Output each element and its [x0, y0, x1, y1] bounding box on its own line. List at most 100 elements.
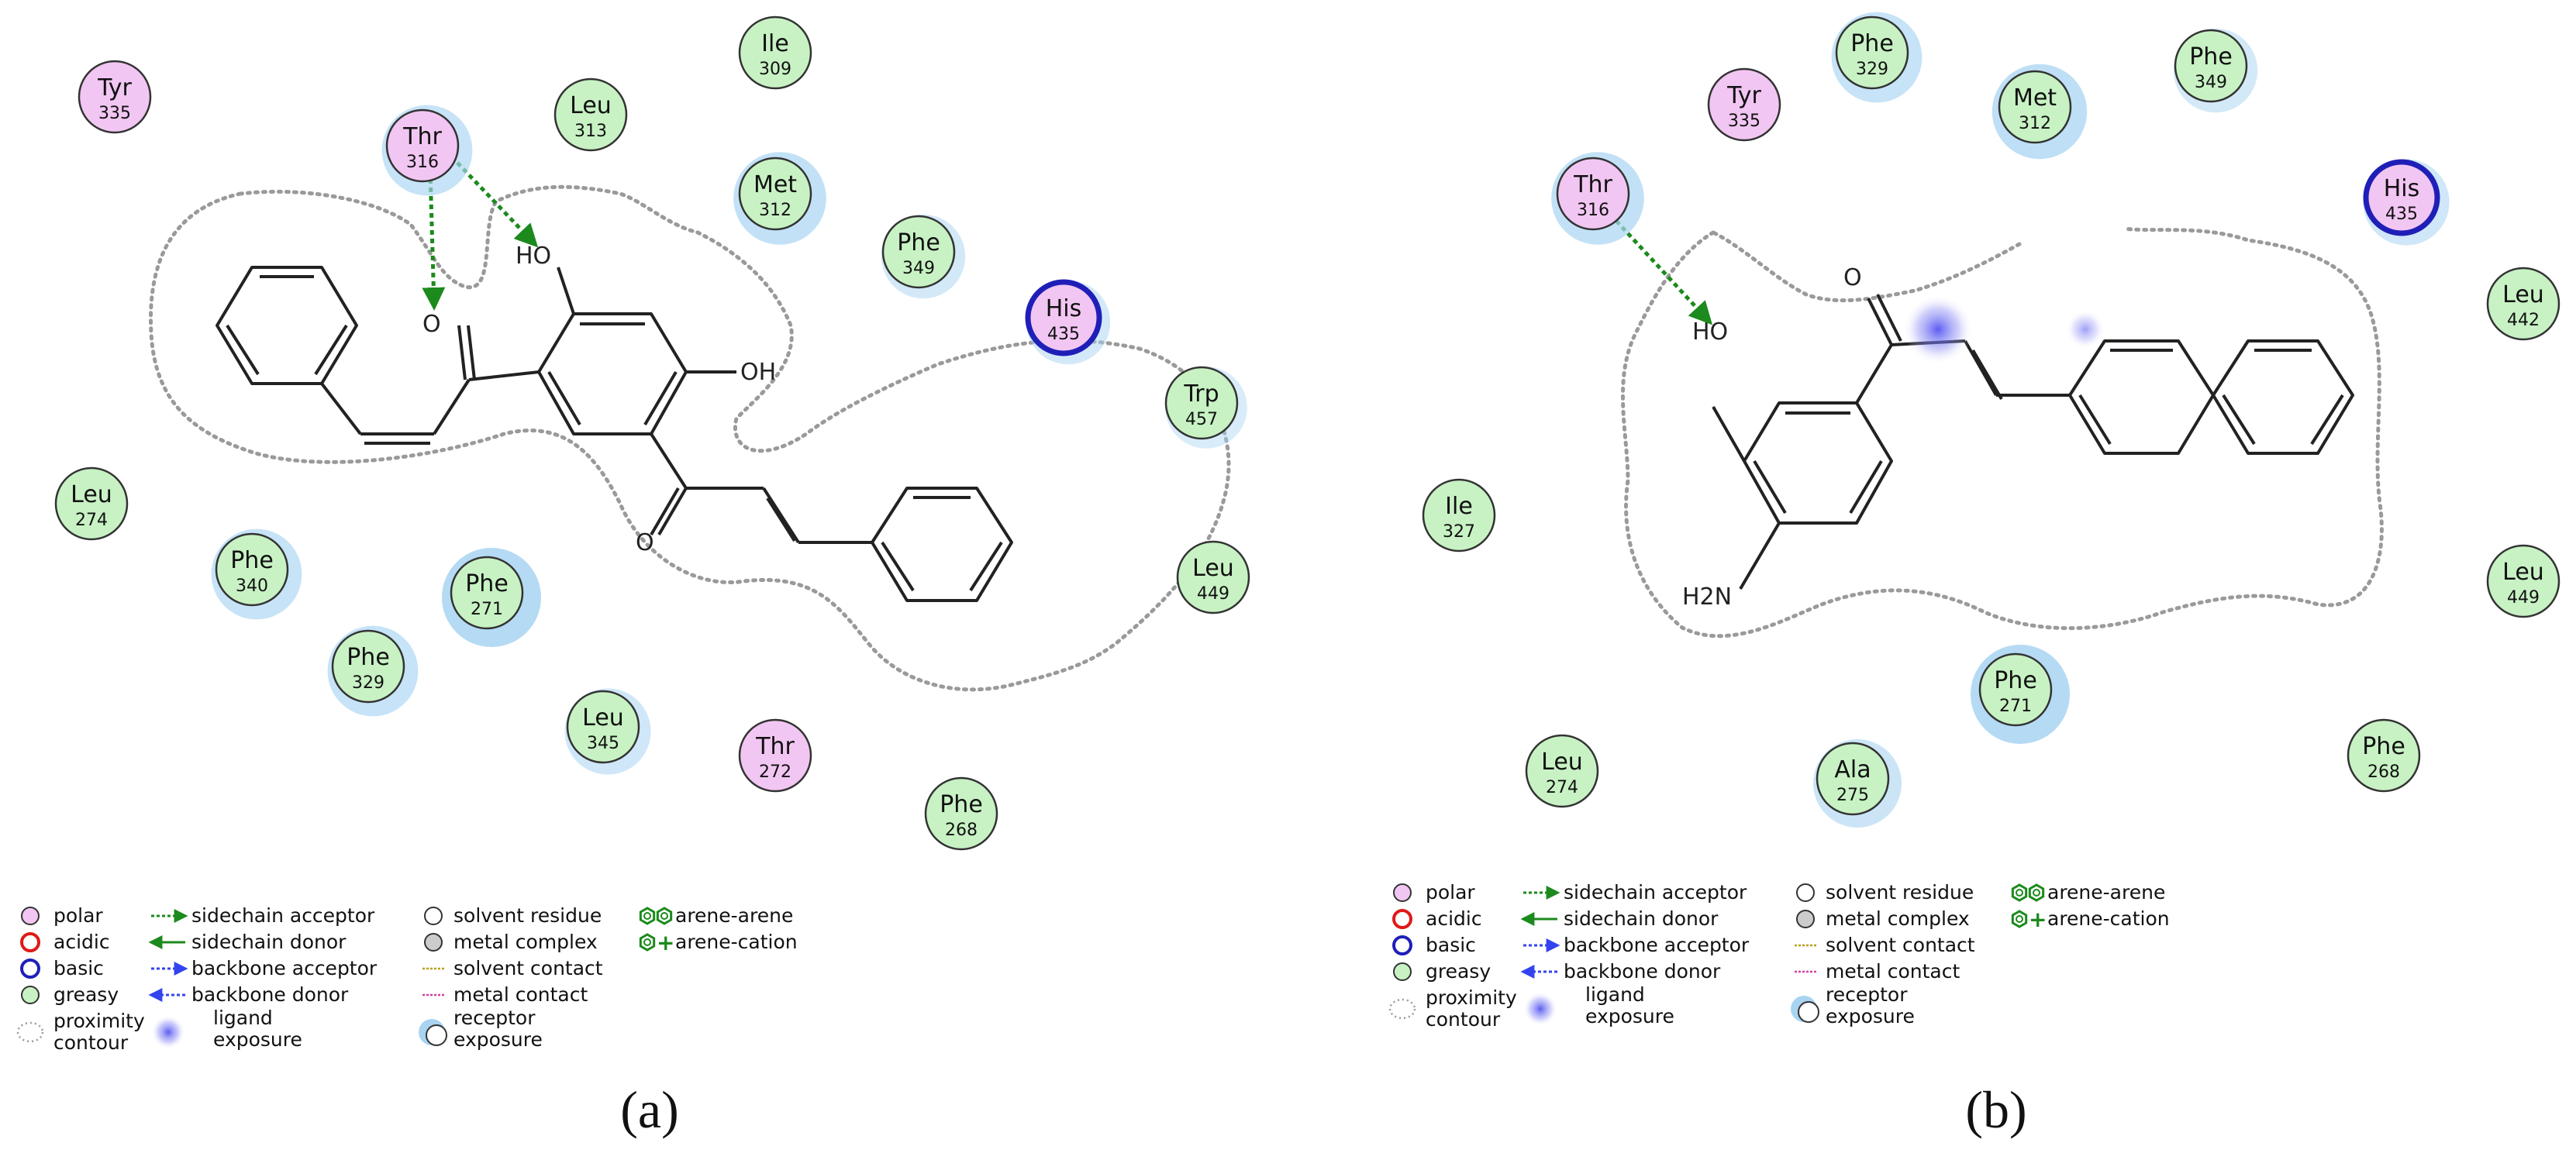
legend-label: receptor	[1826, 983, 1908, 1006]
residue-disc	[566, 690, 640, 764]
residue-number: 312	[2019, 114, 2051, 133]
atom-label: HO	[1692, 318, 1728, 346]
residue-disc	[1978, 652, 2053, 727]
panel-b: O HO H2N Tyr335Phe329Met312Phe349Thr316H…	[1422, 12, 2560, 1139]
legend-label: backbone acceptor	[1564, 934, 1750, 956]
residue-number: 340	[236, 577, 268, 596]
residue-number: 335	[98, 104, 131, 123]
residue-name: Trp	[1183, 380, 1219, 408]
legend-swatch-solvent	[1796, 883, 1815, 902]
residue-name: Leu	[1192, 555, 1234, 582]
residue-name: Leu	[570, 92, 612, 119]
legend-a: polaracidicbasicgreasyproximitycontoursi…	[16, 904, 798, 1054]
residue-number: 335	[1728, 112, 1760, 131]
residue-disc	[2486, 544, 2560, 618]
residue-name: Ile	[1445, 493, 1473, 520]
residue-number: 449	[1197, 584, 1229, 604]
residue-name: Tyr	[97, 74, 132, 102]
atom-label: H2N	[1682, 583, 1732, 611]
legend-swatch-arene-cation: +	[2011, 907, 2047, 932]
legend-label: acidic	[1426, 907, 1482, 930]
panel-a: O HO OH O Tyr335Thr316Leu313Ile309Met312…	[54, 15, 1250, 1139]
legend-swatch-contour	[1388, 998, 1416, 1020]
residue-number: 435	[1047, 325, 1080, 344]
legend-swatch-metal	[1796, 910, 1815, 928]
residue-name: Phe	[2362, 733, 2405, 760]
atom-label: O	[636, 529, 654, 556]
legend-swatch-arene-arene	[639, 907, 673, 925]
legend-label: arene-cation	[675, 931, 798, 953]
svg-text:+: +	[2029, 907, 2047, 932]
legend-label: contour	[53, 1031, 129, 1054]
legend-swatch-polar	[21, 907, 40, 925]
residue-name: Phe	[465, 570, 509, 597]
residue-name: Leu	[1541, 749, 1583, 776]
residue-name: Leu	[2502, 559, 2544, 586]
legend-swatch-metal	[424, 933, 443, 952]
legend-label: solvent contact	[1826, 934, 1975, 956]
residue-name: Leu	[582, 704, 624, 731]
legend-label: metal contact	[453, 983, 588, 1006]
legend-label: basic	[1426, 934, 1476, 956]
legend-label: exposure	[1826, 1005, 1915, 1027]
residue-disc	[78, 60, 152, 134]
residue-disc	[1835, 15, 1909, 90]
legend-label: polar	[1426, 881, 1475, 904]
legend-label: receptor	[453, 1007, 536, 1029]
legend-label: ligand	[213, 1007, 273, 1029]
residue-number: 274	[75, 511, 108, 530]
hbond-sidechain-acceptor	[456, 161, 539, 248]
residue-disc	[2347, 718, 2421, 793]
residue-name: Phe	[347, 644, 390, 671]
residue-name: Met	[753, 171, 797, 198]
residue-name: Leu	[2502, 281, 2544, 308]
residue-number: 268	[945, 821, 978, 840]
legend-swatch-basic	[20, 959, 40, 979]
residue-number: 449	[2507, 588, 2540, 608]
residue-disc	[738, 15, 812, 90]
legend-swatch-lig-exp	[151, 1015, 185, 1049]
residue-met-312: Met 312	[733, 152, 826, 245]
residue-name: Phe	[897, 229, 940, 256]
residue-number: 272	[759, 762, 791, 782]
residue-phe-349: Phe 349	[881, 214, 966, 299]
residue-disc	[881, 215, 956, 289]
atom-label: O	[422, 311, 441, 338]
legend-label: solvent residue	[1826, 881, 1974, 904]
residue-name: Tyr	[1726, 82, 1761, 109]
residue-number: 442	[2507, 311, 2540, 330]
ligand-exposure	[2066, 310, 2105, 349]
residue-name: His	[2384, 175, 2420, 202]
proximity-contour-b	[1621, 226, 2384, 639]
legend-swatch-solvent	[424, 907, 443, 925]
legend-label: solvent contact	[453, 957, 603, 979]
legend-label: polar	[53, 904, 103, 927]
residue-disc	[1556, 157, 1630, 231]
legend-label: acidic	[53, 931, 110, 953]
atom-label: HO	[516, 243, 551, 270]
residue-disc	[1525, 734, 1599, 808]
residue-number: 312	[759, 201, 791, 220]
residue-number: 349	[902, 259, 935, 278]
legend-label: contour	[1426, 1008, 1501, 1031]
ligand-b	[1712, 294, 2354, 590]
residue-name: His	[1046, 295, 1082, 322]
legend-label: sidechain acceptor	[191, 904, 375, 927]
residue-name: Ala	[1834, 756, 1871, 783]
residues-a: Tyr335Thr316Leu313Ile309Met312Phe349His4…	[54, 15, 1250, 851]
ligand-a	[216, 266, 1013, 602]
legend-label: ligand	[1585, 983, 1645, 1006]
legend-swatch-polar	[1393, 883, 1412, 902]
legend-label: exposure	[1585, 1005, 1674, 1027]
